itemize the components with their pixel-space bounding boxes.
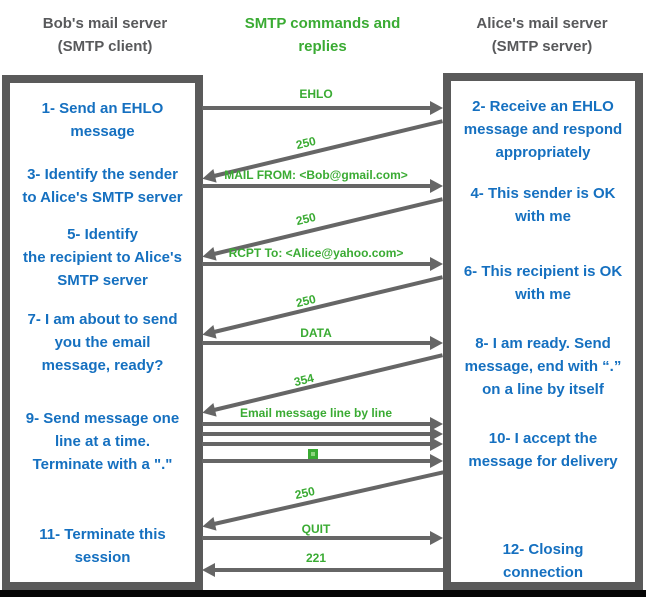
arrow-msgline-1-right: [202, 417, 443, 431]
arrow-dot-right: [202, 454, 443, 468]
server-step-4: 4- This sender is OK with me: [470, 185, 616, 225]
alice-server-box: 2- Receive an EHLO message and respond a…: [443, 73, 643, 590]
dot-terminator-inner: [311, 452, 315, 456]
label-quit: QUIT: [301, 522, 331, 536]
label-email-message: Email message line by line: [239, 406, 393, 420]
arrow-354-left: [213, 353, 443, 412]
client-header-line2: (SMTP client): [57, 38, 153, 55]
client-step-9: 9- Send message one line at a time. Term…: [25, 410, 180, 473]
label-ehlo: EHLO: [299, 87, 333, 101]
arrow-rcpt-right: [202, 257, 443, 271]
bottom-border-bar: [0, 590, 646, 597]
server-step-2: 2- Receive an EHLO message and respond a…: [463, 98, 623, 161]
arrow-quit-right: [202, 531, 443, 545]
client-step-5: 5- Identify the recipient to Alice's SMT…: [23, 226, 182, 289]
label-rcpt-to: RCPT To: <Alice@yahoo.com>: [228, 246, 404, 260]
server-step-8: 8- I am ready. Send message, end with “.…: [464, 335, 622, 398]
arrow-msgline-2-right: [202, 427, 443, 441]
label-221: 221: [305, 551, 327, 565]
client-step-7: 7- I am about to send you the email mess…: [27, 311, 178, 374]
arrow-data-right: [202, 336, 443, 350]
commands-header-line2: replies: [298, 38, 347, 55]
dot-terminator-icon: [308, 449, 318, 459]
arrow-msgline-3-right: [202, 437, 443, 451]
commands-column-header: SMTP commands and replies: [210, 12, 435, 58]
label-data: DATA: [300, 326, 332, 340]
client-header-line1: Bob's mail server: [42, 15, 168, 32]
arrow-ehlo-right: [202, 101, 443, 115]
label-mail-from: MAIL FROM: <Bob@gmail.com>: [224, 168, 408, 182]
server-step-6: 6- This recipient is OK with me: [463, 263, 623, 303]
server-column-header: Alice's mail server (SMTP server): [438, 12, 646, 58]
client-step-3: 3- Identify the sender to Alice's SMTP s…: [22, 166, 183, 206]
arrow-250-msg-left: [213, 470, 444, 526]
server-step-12: 12- Closing connection: [502, 541, 584, 581]
bob-server-box: 1- Send an EHLO message 3- Identify the …: [2, 75, 203, 590]
commands-header-line1: SMTP commands and: [244, 15, 401, 32]
client-step-11: 11- Terminate this session: [39, 526, 166, 566]
client-step-1: 1- Send an EHLO message: [41, 100, 164, 140]
client-column-header: Bob's mail server (SMTP client): [0, 12, 210, 58]
server-step-10: 10- I accept the message for delivery: [468, 430, 618, 470]
arrow-mail-from-right: [202, 179, 443, 193]
arrow-221-left: [202, 563, 443, 577]
server-header-line2: (SMTP server): [491, 38, 593, 55]
server-header-line1: Alice's mail server: [476, 15, 608, 32]
